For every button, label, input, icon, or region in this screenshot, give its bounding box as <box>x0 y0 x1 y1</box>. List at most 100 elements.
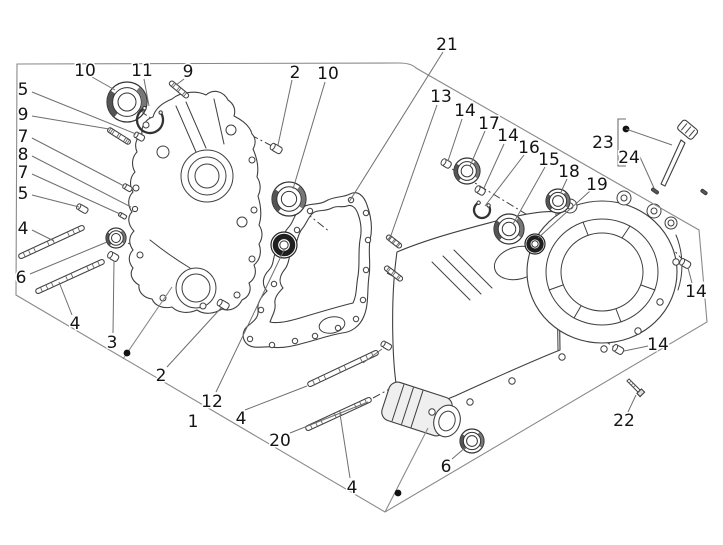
part-number-10: 10 <box>74 61 96 81</box>
assembly-branch-line <box>122 286 173 360</box>
dowel-mid <box>380 340 393 351</box>
center-gasket <box>242 192 372 349</box>
circlip-16 <box>472 200 492 220</box>
part-number-16: 16 <box>518 138 540 158</box>
stud-4-left-lower <box>35 258 105 295</box>
part-number-4: 4 <box>70 314 81 334</box>
leader-line-22 <box>627 394 637 413</box>
leader-line-14 <box>687 267 693 284</box>
part-number-21: 21 <box>436 35 458 55</box>
leader-line-14 <box>623 345 649 352</box>
leader-line-7 <box>31 137 125 187</box>
leader-stub <box>362 348 383 364</box>
leader-line-20 <box>289 401 369 434</box>
part-number-17: 17 <box>478 114 500 134</box>
part-number-5: 5 <box>18 80 29 100</box>
stud-4-bottom <box>307 349 379 388</box>
leader-line-11 <box>143 78 150 107</box>
leader-line-4 <box>339 413 351 479</box>
part-number-6: 6 <box>16 268 27 288</box>
part-number-2: 2 <box>156 366 167 386</box>
leader-line-3 <box>112 260 115 334</box>
ball-bearing-10-case <box>271 181 307 217</box>
part-number-4: 4 <box>18 219 29 239</box>
part-number-14: 14 <box>647 335 669 355</box>
leader-line-6 <box>29 241 108 275</box>
nut-14-right-lower <box>612 344 625 355</box>
nut-14-b <box>474 185 486 196</box>
dipstick-bracket <box>617 118 626 167</box>
jet-7-upper <box>122 183 133 193</box>
left-crankcase-half <box>128 90 263 314</box>
leader-line-7 <box>31 173 121 215</box>
part-number-1: 1 <box>188 412 199 432</box>
oil-dipstick <box>660 119 699 187</box>
part-number-9: 9 <box>18 105 29 125</box>
leader-line-4 <box>31 229 55 242</box>
part-number-15: 15 <box>538 150 560 170</box>
plug-5-lower <box>76 203 89 214</box>
part-number-5: 5 <box>18 184 29 204</box>
part-number-24: 24 <box>618 148 640 168</box>
part-number-14: 14 <box>685 282 707 302</box>
part-number-19: 19 <box>586 175 608 195</box>
part-number-7: 7 <box>18 127 29 147</box>
leader-line-9 <box>31 115 110 130</box>
part-number-14: 14 <box>497 126 519 146</box>
leader-line-13 <box>388 104 438 242</box>
ball-bearing-10-upper <box>106 81 148 123</box>
leader-line-8 <box>31 155 132 208</box>
screw-22 <box>626 378 646 398</box>
leader-line-6 <box>451 446 467 460</box>
dipstick-dot-leader <box>625 128 673 146</box>
ball-bearing-15 <box>493 213 525 245</box>
exploded-parts <box>18 80 708 454</box>
part-number-2: 2 <box>290 63 301 83</box>
leader-line-19 <box>537 190 591 239</box>
part-number-18: 18 <box>558 162 580 182</box>
leader-line-5 <box>31 91 137 135</box>
part-number-7: 7 <box>18 163 29 183</box>
oil-seal-19 <box>524 233 546 255</box>
leader-line-15 <box>512 166 546 225</box>
stud-13-lower <box>383 265 404 282</box>
part-number-23: 23 <box>592 133 614 153</box>
leader-line-18 <box>560 178 568 193</box>
leader-line-2 <box>277 79 293 146</box>
nut-14-a <box>440 158 452 169</box>
plug-3 <box>107 251 120 262</box>
leader-line-12 <box>215 247 286 393</box>
part-number-8: 8 <box>18 145 29 165</box>
part-number-12: 12 <box>201 392 223 412</box>
stud-9-top <box>168 80 190 99</box>
part-number-9: 9 <box>183 62 194 82</box>
jet-7-lower <box>118 211 128 220</box>
leader-line-21 <box>348 51 444 203</box>
stud-13-upper <box>385 234 403 249</box>
part-number-14: 14 <box>454 101 476 121</box>
part-number-3: 3 <box>107 333 118 353</box>
dowel-2-lower <box>216 298 230 311</box>
leader-line-10 <box>91 76 116 91</box>
pin-24 <box>651 187 659 195</box>
assembly-branch-line <box>384 427 429 513</box>
plug-5-upper <box>133 131 146 142</box>
part-number-6: 6 <box>441 457 452 477</box>
part-number-4: 4 <box>347 478 358 498</box>
ball-bearing-17 <box>453 157 481 185</box>
dowel-2-upper <box>269 142 283 155</box>
pin-right-edge <box>700 188 708 196</box>
leader-line-14 <box>447 118 463 162</box>
oil-seal-12 <box>270 231 298 259</box>
roller-bearing-6-left <box>105 227 127 249</box>
stud-4-left-upper <box>18 224 85 260</box>
nut-14-right-upper <box>679 258 692 269</box>
part-number-22: 22 <box>613 411 635 431</box>
ball-bearing-18 <box>545 188 571 214</box>
part-number-20: 20 <box>269 431 291 451</box>
leader-line-9 <box>175 78 185 86</box>
leader-line-4 <box>58 281 73 316</box>
circlip-11 <box>135 106 165 135</box>
